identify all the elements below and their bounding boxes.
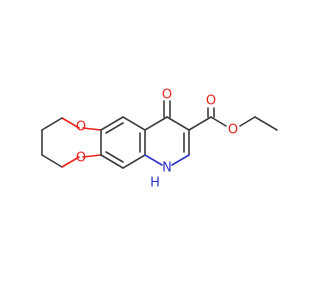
- bond: [144, 154, 163, 166]
- bond: [166, 116, 190, 131]
- atom-o-ring-bottom: O: [76, 151, 86, 166]
- bond: [239, 116, 256, 127]
- bond-group: [41, 100, 278, 169]
- atom-o-ester: O: [228, 123, 238, 138]
- bond: [41, 154, 63, 168]
- bond: [100, 154, 124, 169]
- bond: [171, 154, 190, 166]
- bond: [122, 154, 146, 169]
- atom-o-ring-top: O: [76, 120, 86, 135]
- bond: [61, 117, 80, 129]
- atom-o-ester-double: O: [206, 94, 216, 109]
- bond: [82, 154, 102, 158]
- bond: [144, 116, 168, 131]
- background: [0, 0, 300, 300]
- bond: [82, 127, 102, 131]
- bond: [41, 117, 63, 131]
- bond: [61, 156, 80, 168]
- bond: [100, 116, 124, 131]
- bond: [122, 116, 146, 131]
- atom-label-group: O O O O O N H: [76, 88, 238, 191]
- atom-h-nh: H: [150, 176, 160, 191]
- molecule-structure: O O O O O N H: [0, 0, 300, 300]
- atom-o-ketone: O: [162, 88, 172, 103]
- atom-n-ring: N: [162, 161, 172, 176]
- bond: [188, 116, 212, 131]
- bond: [210, 116, 227, 127]
- bond: [254, 116, 278, 131]
- bond: [105, 151, 124, 163]
- bond: [105, 122, 124, 134]
